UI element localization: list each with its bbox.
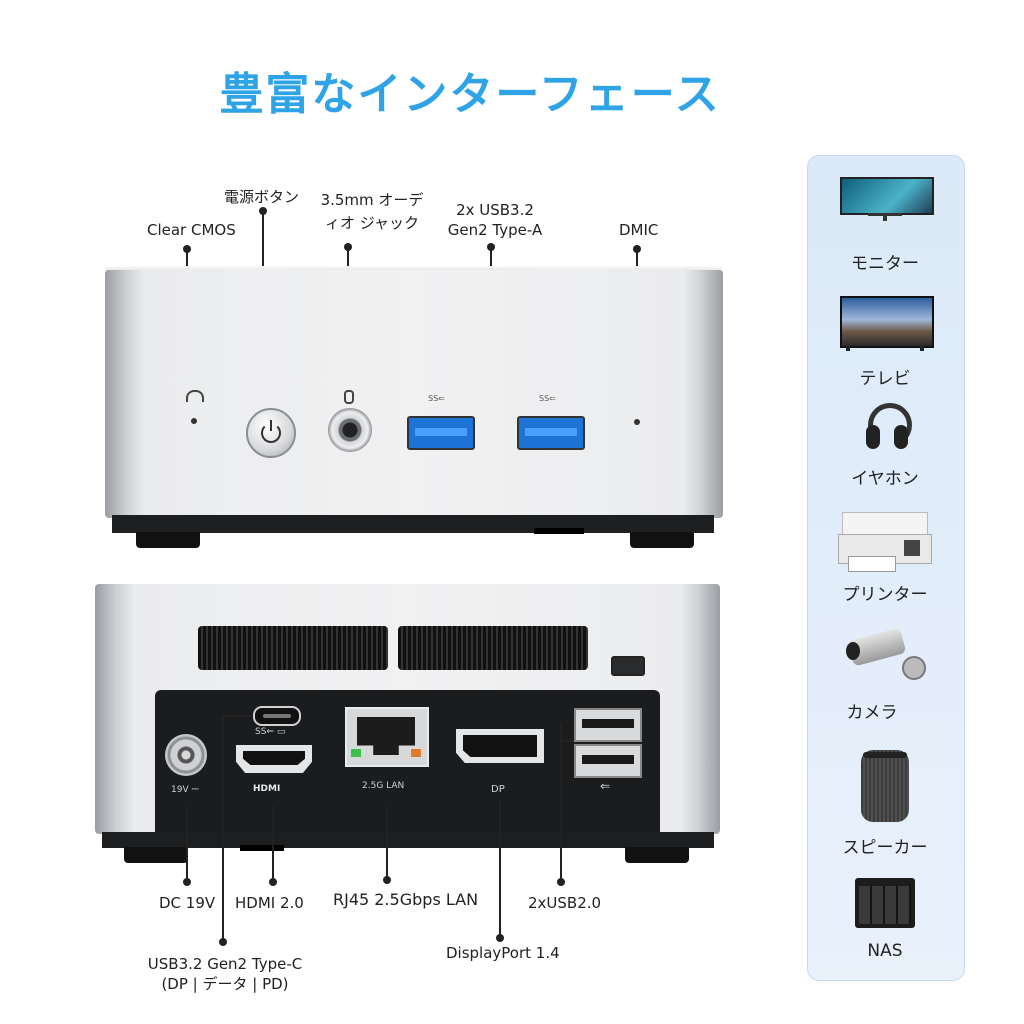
- foot: [630, 532, 694, 548]
- headphone-symbol-icon: [186, 390, 204, 402]
- power-button[interactable]: [246, 408, 296, 458]
- page-title: 豊富なインターフェース: [219, 69, 721, 120]
- typec-port-label: SS⇐ ▭: [255, 727, 286, 737]
- ss-usb-icon: SS⇐: [539, 394, 556, 403]
- usb-c-port[interactable]: [253, 706, 301, 726]
- leader-line: [560, 740, 562, 880]
- hdmi-label: HDMI 2.0: [235, 894, 304, 912]
- power-icon: [261, 423, 281, 443]
- usb-symbol-icon: ⇐: [600, 779, 611, 793]
- rj45-label: RJ45 2.5Gbps LAN: [333, 890, 479, 909]
- clear-cmos-label: Clear CMOS: [147, 221, 236, 239]
- usb2-label: 2xUSB2.0: [528, 894, 602, 912]
- device-label: イヤホン: [851, 469, 919, 489]
- headphones-icon: [866, 403, 912, 451]
- typec-label-line1: USB3.2 Gen2 Type-C: [147, 955, 303, 973]
- ss-usb-icon: SS⇐: [428, 394, 445, 403]
- rear-slot: [240, 845, 284, 851]
- leader-dot: [183, 878, 191, 886]
- front-unit-base: [112, 515, 714, 533]
- foot: [625, 847, 689, 863]
- usb2-port-2[interactable]: [574, 744, 642, 778]
- dc-port-label: 19V ⎓: [171, 785, 199, 795]
- device-label: NAS: [867, 941, 903, 961]
- foot: [136, 532, 200, 548]
- hdmi-port-label: HDMI: [253, 784, 281, 794]
- printer-icon: [838, 512, 932, 572]
- usb3-label-line1: 2x USB3.2: [456, 201, 534, 219]
- hdmi-port[interactable]: [236, 745, 312, 773]
- device-label: モニター: [851, 254, 919, 274]
- leader-dot: [383, 876, 391, 884]
- device-label: カメラ: [846, 703, 898, 723]
- leader-line: [560, 740, 574, 742]
- power-button-label: 電源ボタン: [224, 188, 300, 206]
- dp-port-label: DP: [491, 784, 505, 795]
- tv-icon: [840, 296, 934, 352]
- power-icon-bar: [270, 420, 272, 431]
- audio-jack-label-line1: 3.5mm オーデ: [320, 191, 424, 209]
- dmic-hole: [634, 419, 640, 425]
- device-label: スピーカー: [842, 838, 928, 858]
- rj45-port[interactable]: [345, 707, 429, 767]
- nas-icon: [855, 878, 915, 928]
- displayport-label: DisplayPort 1.4: [446, 944, 560, 962]
- device-label: プリンター: [842, 585, 928, 605]
- leader-dot: [496, 934, 504, 942]
- leader-dot: [269, 878, 277, 886]
- leader-dot: [219, 938, 227, 946]
- dc-jack[interactable]: [165, 734, 207, 776]
- device-label: テレビ: [859, 369, 911, 389]
- displayport-port[interactable]: [456, 729, 544, 763]
- microphone-symbol-icon: [344, 390, 354, 404]
- leader-line: [186, 806, 188, 880]
- leader-line: [272, 806, 274, 880]
- front-slot: [534, 528, 584, 534]
- usb3-port-1[interactable]: [407, 416, 475, 450]
- usb2-port-1[interactable]: [574, 708, 642, 742]
- leader-line: [222, 715, 224, 940]
- rear-unit-base: [102, 832, 714, 848]
- dc-label: DC 19V: [159, 894, 216, 912]
- front-unit: [105, 270, 723, 518]
- leader-line: [222, 715, 252, 717]
- usb3-label-line2: Gen2 Type-A: [447, 221, 543, 239]
- dmic-label: DMIC: [619, 221, 659, 239]
- kensington-lock-slot: [611, 656, 645, 676]
- lan-port-label: 2.5G LAN: [362, 781, 405, 791]
- leader-line: [386, 806, 388, 878]
- vent-left: [198, 626, 388, 670]
- typec-label-line2: (DP | データ | PD): [161, 975, 289, 993]
- camera-icon: [846, 624, 926, 680]
- monitor-icon: [840, 177, 934, 225]
- leader-line: [499, 800, 501, 936]
- audio-jack[interactable]: [328, 408, 372, 452]
- speaker-icon: [861, 750, 909, 822]
- leader-dot: [557, 878, 565, 886]
- usb3-port-2[interactable]: [517, 416, 585, 450]
- foot: [124, 847, 188, 863]
- audio-jack-label-line2: ィオ ジャック: [324, 214, 420, 232]
- clear-cmos-pinhole[interactable]: [191, 418, 197, 424]
- vent-right: [398, 626, 588, 670]
